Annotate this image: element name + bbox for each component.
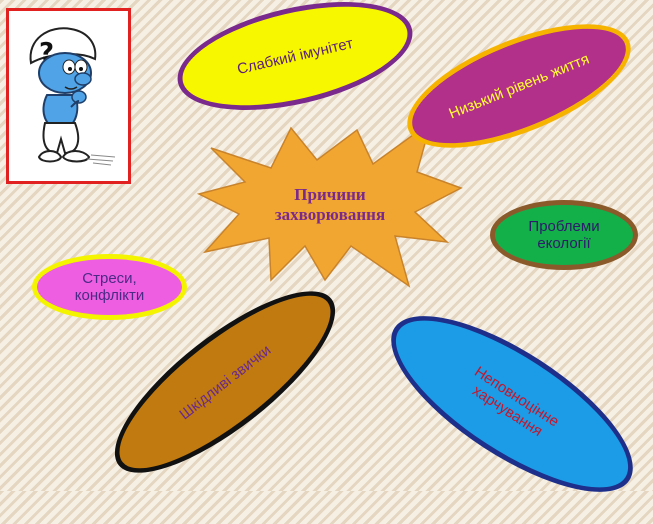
central-title: Причини захворювання (274, 185, 386, 224)
star-burst-outline (196, 120, 463, 288)
cause-poor-nutrition: Неповноцінне харчування (366, 284, 653, 524)
question-smurf-icon: ? (29, 27, 116, 166)
cause-weak-immunity: Слабкий імунітет (167, 0, 423, 130)
central-star-shape: Причини захворювання (195, 120, 465, 290)
cause-label: Низький рівень життя (446, 50, 592, 122)
slide: ? Прич (6, 0, 653, 524)
cause-ecology-problems: Проблеми екології (490, 200, 638, 270)
cause-label: Неповноцінне харчування (469, 363, 562, 441)
cause-label: Слабкий імунітет (235, 34, 355, 78)
cause-label: Проблеми екології (528, 218, 600, 252)
cause-stress-conflicts: Стреси, конфлікти (32, 254, 187, 320)
thinking-character-picture: ? (6, 8, 131, 184)
cause-label: Шкідливі звички (176, 341, 274, 423)
cause-label: Стреси, конфлікти (74, 270, 145, 304)
star-burst-icon (196, 120, 463, 288)
